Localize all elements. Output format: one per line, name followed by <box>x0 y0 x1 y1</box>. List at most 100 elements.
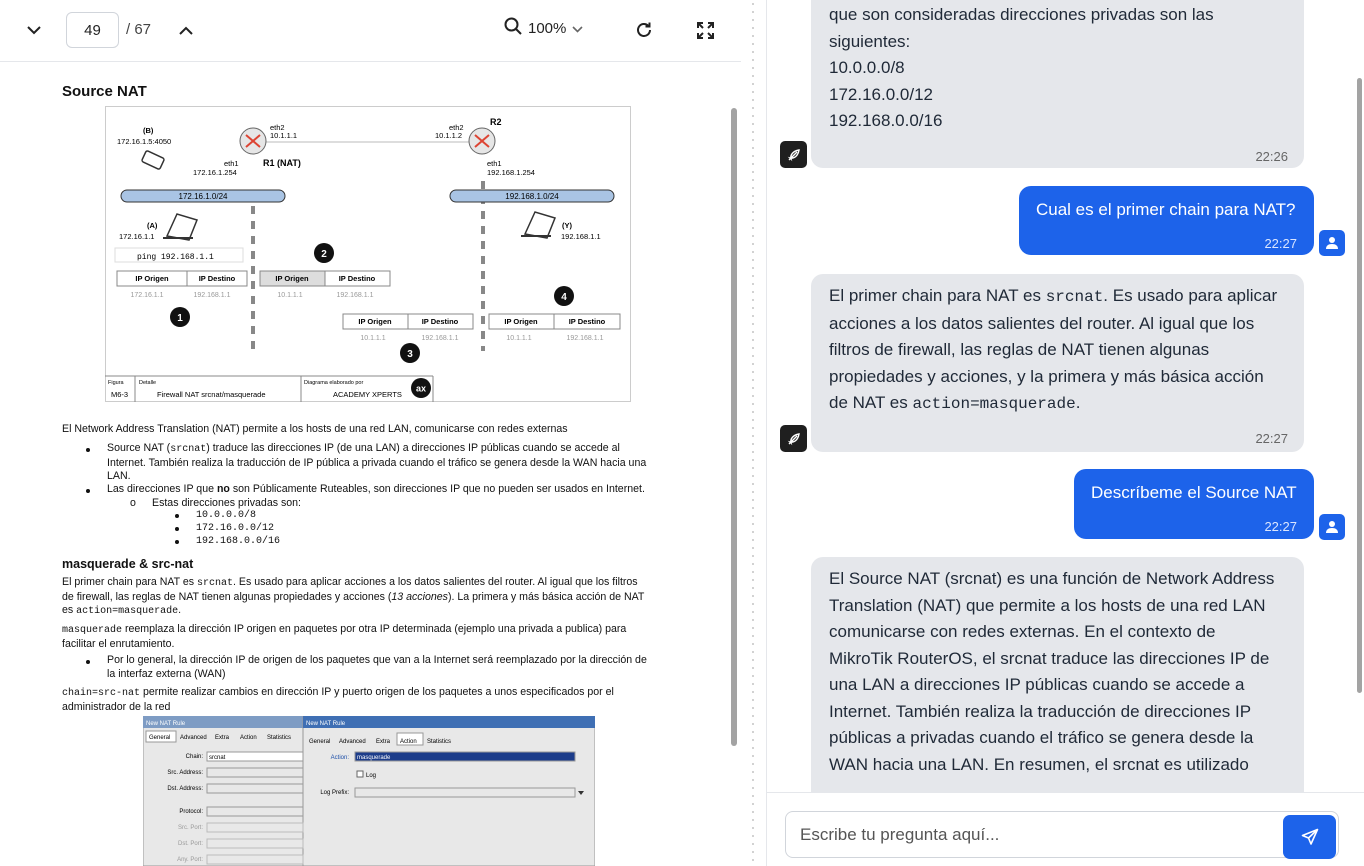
svg-text:eth2: eth2 <box>270 123 285 132</box>
svg-text:IP Destino: IP Destino <box>199 274 236 283</box>
svg-text:1: 1 <box>177 313 183 324</box>
intro-paragraph: El Network Address Translation (NAT) per… <box>62 423 568 435</box>
bullet-private-ips: Las direcciones IP que no son Públicamen… <box>107 483 645 495</box>
router-r1-icon <box>239 127 267 155</box>
masquerade-paragraph: masquerade reemplaza la dirección IP ori… <box>62 623 627 650</box>
svg-text:eth1: eth1 <box>224 159 239 168</box>
page-total: / 67 <box>126 21 152 38</box>
svg-text:192.168.1.1: 192.168.1.1 <box>422 335 459 342</box>
svg-text:Log: Log <box>366 773 376 779</box>
message-time: 22:27 <box>1264 519 1297 534</box>
svg-text:10.1.1.1: 10.1.1.1 <box>360 335 385 342</box>
winbox-nat-rule-screenshot: New NAT Rule New NAT Rule General Advanc… <box>143 716 595 866</box>
message-line: 192.168.0.0/16 <box>829 111 943 130</box>
range-item: 10.0.0.0/8 <box>196 510 257 521</box>
assistant-message: que son consideradas direcciones privada… <box>811 0 1304 168</box>
svg-text:Extra: Extra <box>376 739 391 745</box>
message-line: El primer chain para NAT es srcnat. Es u… <box>829 286 1278 306</box>
svg-text:Action: Action <box>240 735 257 741</box>
chat-scrollbar[interactable] <box>1357 78 1362 693</box>
message-line: WAN hacia una LAN. En resumen, el srcnat… <box>829 754 1249 774</box>
svg-text:10.1.1.1: 10.1.1.1 <box>277 292 302 299</box>
page-number-input[interactable] <box>66 12 119 48</box>
svg-text:Src. Port:: Src. Port: <box>178 825 203 831</box>
chat-input-bar <box>767 792 1364 866</box>
router-r2-icon <box>468 127 496 155</box>
collapse-chevron-down-icon[interactable] <box>22 18 46 42</box>
svg-text:IP Origen: IP Origen <box>275 274 309 283</box>
svg-text:192.168.1.0/24: 192.168.1.0/24 <box>505 192 559 201</box>
search-icon <box>504 17 522 39</box>
chat-panel: que son consideradas direcciones privada… <box>767 0 1364 866</box>
svg-text:10.1.1.2: 10.1.1.2 <box>435 131 462 140</box>
svg-text:4: 4 <box>561 292 567 303</box>
message-line: MikroTik RouterOS, el srcnat traduce las… <box>829 648 1270 668</box>
chat-messages[interactable]: que son consideradas direcciones privada… <box>767 0 1364 792</box>
message-time: 22:27 <box>1264 236 1297 251</box>
svg-text:172.16.1.254: 172.16.1.254 <box>193 168 237 177</box>
svg-text:172.16.1.1: 172.16.1.1 <box>130 292 163 299</box>
user-message: Cual es el primer chain para NAT? 22:27 <box>1019 186 1314 255</box>
svg-text:Detalle: Detalle <box>139 380 156 386</box>
svg-text:Src. Address:: Src. Address: <box>167 770 203 776</box>
user-icon <box>1319 514 1345 540</box>
message-line: Internet. También realiza la traducción … <box>829 701 1252 721</box>
svg-text:192.168.1.1: 192.168.1.1 <box>567 335 604 342</box>
send-button[interactable] <box>1283 815 1336 859</box>
svg-text:srcnat: srcnat <box>209 755 226 761</box>
message-line: Translation (NAT) que permite a los host… <box>829 595 1266 615</box>
academy-xperts-logo: ax <box>416 384 426 394</box>
pdf-viewer: / 67 100% Source NAT <box>0 12 741 866</box>
svg-text:192.168.1.1: 192.168.1.1 <box>561 232 601 241</box>
svg-text:192.168.1.1: 192.168.1.1 <box>337 292 374 299</box>
message-line: siguientes: <box>829 31 911 51</box>
message-line: propiedades y acciones, y la primera y m… <box>829 366 1264 386</box>
bullet <box>175 514 179 518</box>
bullet <box>175 540 179 544</box>
svg-text:Chain:: Chain: <box>186 754 204 760</box>
bullet-wan-interface: Por lo general, la dirección IP de orige… <box>107 654 647 680</box>
svg-text:Action:: Action: <box>331 755 350 761</box>
sub-bullet-private-ranges: Estas direcciones privadas son: <box>152 497 301 509</box>
message-line: El Source NAT (srcnat) es una función de… <box>829 569 1275 588</box>
user-icon <box>1319 230 1345 256</box>
svg-text:Extra: Extra <box>215 735 230 741</box>
svg-text:Statistics: Statistics <box>427 739 451 745</box>
svg-text:IP Origen: IP Origen <box>135 274 169 283</box>
question-input[interactable] <box>785 811 1339 858</box>
svg-text:Figura: Figura <box>108 380 125 386</box>
svg-text:New NAT Rule: New NAT Rule <box>306 721 346 727</box>
refresh-icon[interactable] <box>632 18 656 42</box>
resize-handle[interactable] <box>741 0 766 866</box>
message-line: que son consideradas direcciones privada… <box>829 5 1214 24</box>
message-text: Cual es el primer chain para NAT? <box>1036 200 1296 219</box>
svg-text:IP Destino: IP Destino <box>339 274 376 283</box>
svg-text:Dst. Port:: Dst. Port: <box>178 841 203 847</box>
zoom-dropdown[interactable]: 100% <box>504 17 583 39</box>
svg-text:R1 (NAT): R1 (NAT) <box>263 158 301 168</box>
message-line: acciones a los datos salientes del route… <box>829 313 1255 333</box>
svg-text:(Y): (Y) <box>562 221 573 230</box>
svg-text:Any. Port:: Any. Port: <box>177 857 203 863</box>
chevron-down-icon <box>572 20 583 37</box>
message-line: públicas a privadas cuando el tráfico se… <box>829 728 1254 747</box>
svg-text:172.16.1.0/24: 172.16.1.0/24 <box>179 192 228 201</box>
svg-text:192.168.1.254: 192.168.1.254 <box>487 168 535 177</box>
sub-bullet-marker: o <box>130 497 136 509</box>
svg-text:Firewall NAT srcnat/masquerade: Firewall NAT srcnat/masquerade <box>157 390 266 399</box>
source-nat-heading: Source NAT <box>62 83 147 100</box>
previous-page-chevron-up-icon[interactable] <box>174 18 198 42</box>
bullet <box>175 527 179 531</box>
fullscreen-icon[interactable] <box>693 18 717 42</box>
range-item: 192.168.0.0/16 <box>196 536 281 547</box>
svg-text:IP Origen: IP Origen <box>504 317 538 326</box>
src-nat-paragraph: chain=src-nat permite realizar cambios e… <box>62 686 614 713</box>
bullet-srcnat: Source NAT (srcnat) traduce las direccio… <box>107 442 647 482</box>
pdf-scrollbar[interactable] <box>731 108 737 746</box>
pdf-page[interactable]: Source NAT (B) 172.16.1.5:4050 eth2 10.1… <box>0 63 741 866</box>
message-line: de NAT es action=masquerade. <box>829 393 1081 413</box>
svg-text:New NAT Rule: New NAT Rule <box>146 721 186 727</box>
svg-text:3: 3 <box>407 349 413 360</box>
svg-text:General: General <box>149 735 170 741</box>
